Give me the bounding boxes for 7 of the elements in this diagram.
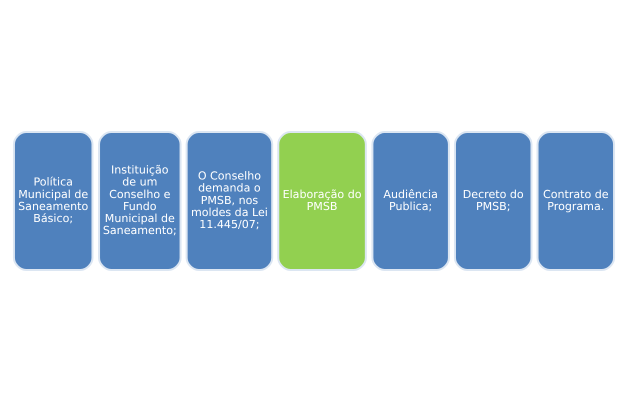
node-box: Política Municipal de Saneamento Básico; <box>12 130 94 270</box>
node-box: Audiência Publica; <box>371 130 450 270</box>
node-box: Instituição de um Conselho e Fundo Municipal de Saneamento; <box>98 130 182 270</box>
node-box: Decreto do PMSB; <box>454 130 532 270</box>
node-box: Contrato de Programa. <box>536 130 616 270</box>
node-box: Elaboração do PMSB <box>277 130 367 270</box>
node-box: O Conselho demanda o PMSB, nos moldes da Lei 11.445/07; <box>186 130 274 270</box>
